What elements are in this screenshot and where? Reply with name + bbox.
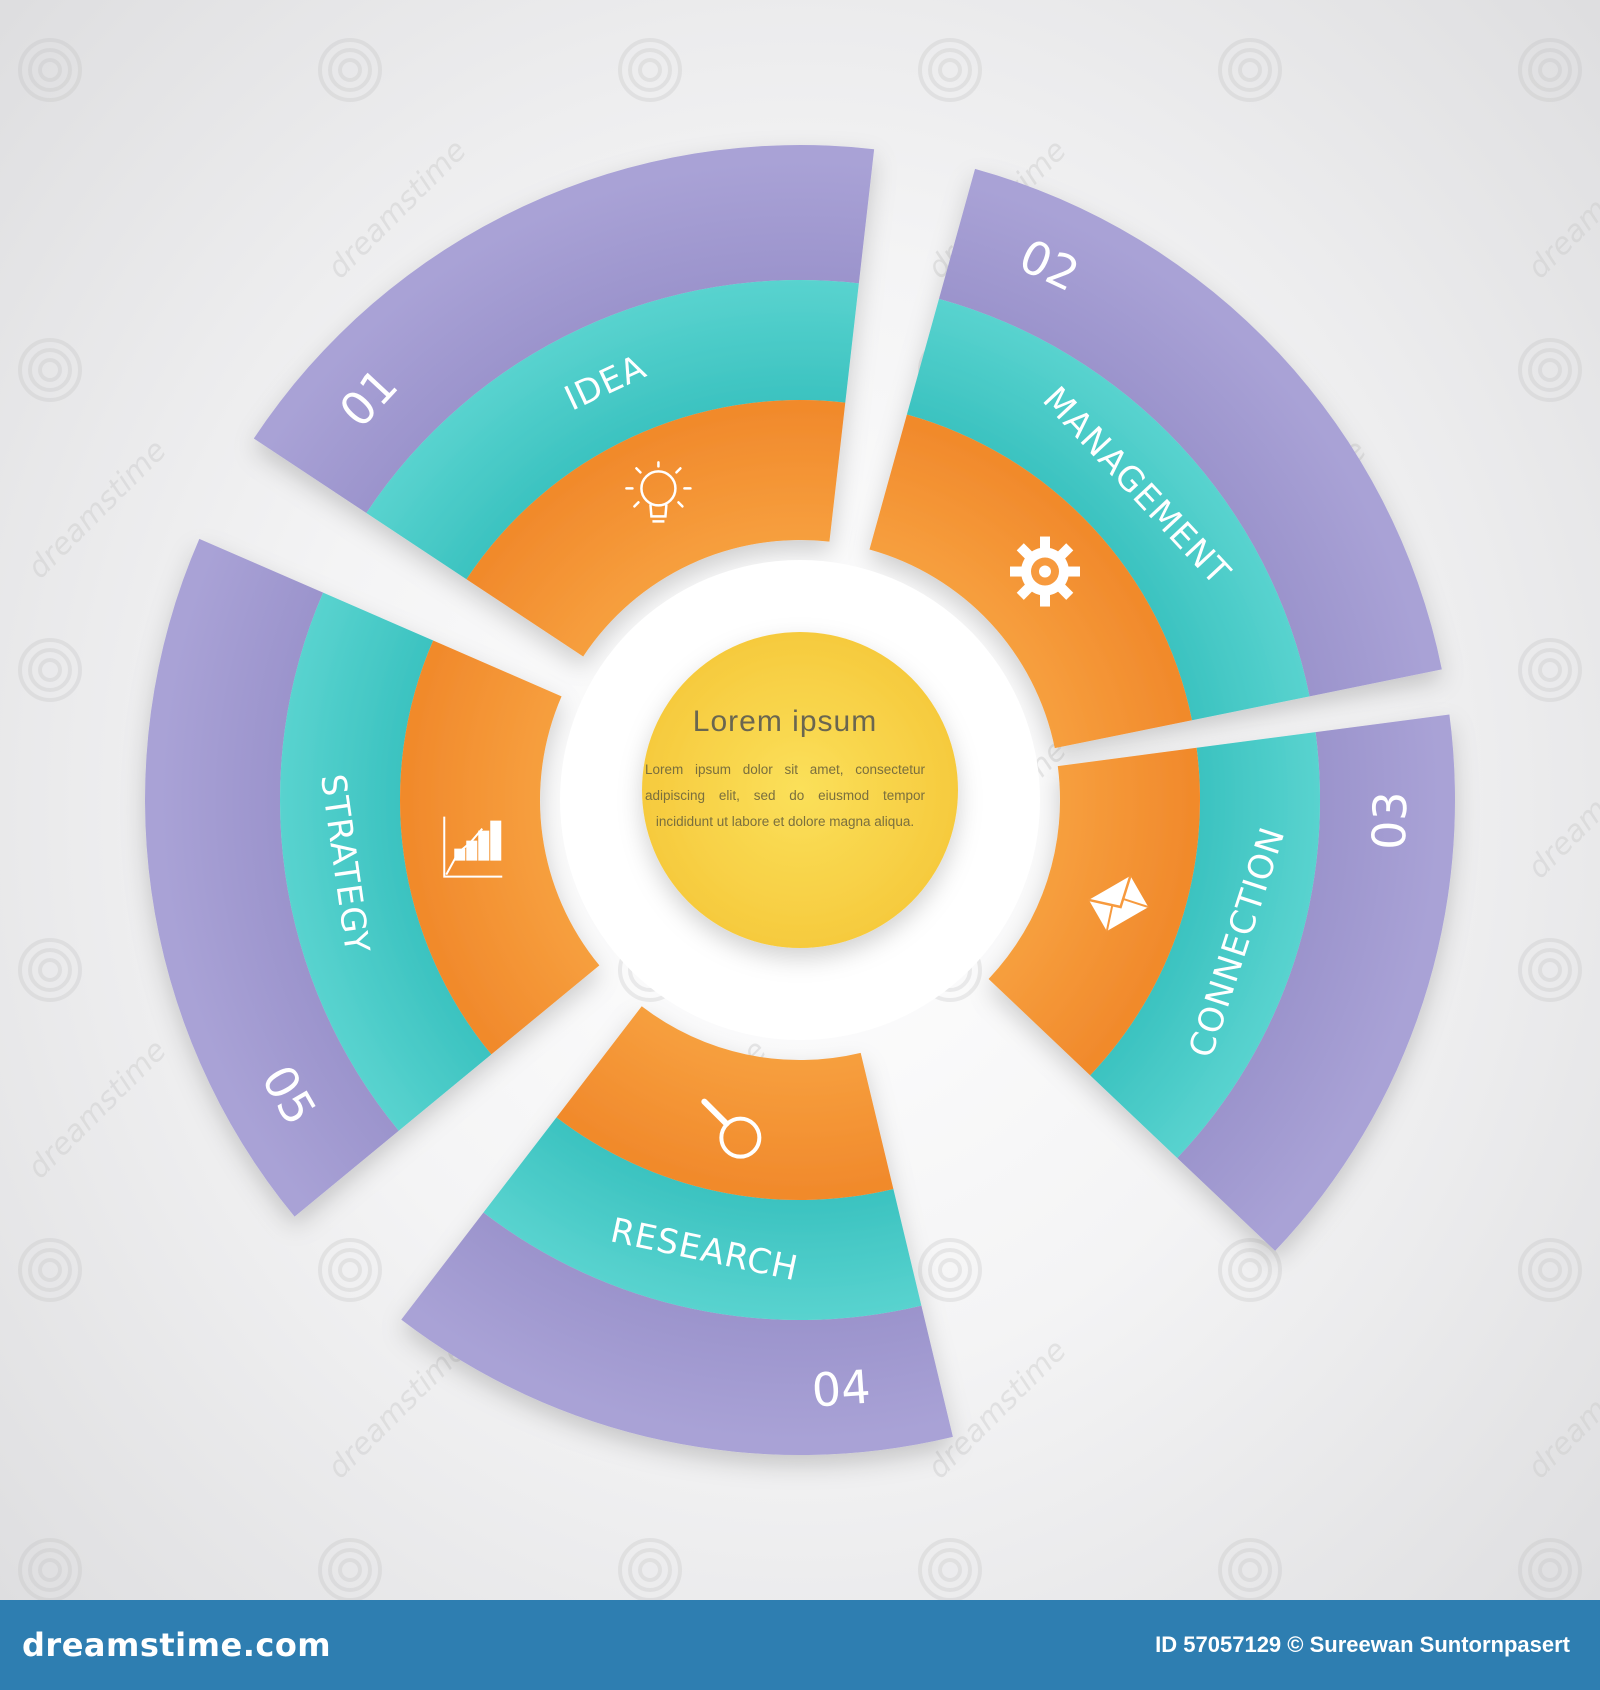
watermark-text: dreamstime [21,433,174,586]
center-title: Lorem ipsum [692,705,878,738]
outer-ring-segment [938,168,1442,697]
outer-ring-segment [145,538,399,1217]
watermark-icon [1518,938,1582,1002]
watermark-icon [918,38,982,102]
footer-credit: ID 57057129 © Sureewan Suntornpasert [1155,1632,1570,1657]
gear-icon [1010,536,1081,607]
watermark-icon [1518,338,1582,402]
watermark-icon [1218,1538,1282,1600]
watermark-text: dreamstime [1521,733,1600,886]
segment-04 [401,1006,953,1455]
middle-ring-segment [483,1117,922,1320]
watermark-icon [1518,1538,1582,1600]
magnifier-icon [701,1098,762,1159]
watermark-icon [318,38,382,102]
middle-ring-segment [906,298,1310,721]
watermark-icon [18,1538,82,1600]
watermark-icon [18,1238,82,1302]
segment-number: 04 [810,1360,872,1418]
footer-logo[interactable]: dreamstime.com [22,1626,332,1664]
watermark-text: dreamstime [321,1333,474,1486]
watermark-icon [618,38,682,102]
watermark-icon [1518,38,1582,102]
watermark-icon [318,1238,382,1302]
footer-bar: dreamstime.com ID 57057129 © Sureewan Su… [0,1600,1600,1690]
watermark-icon [318,1538,382,1600]
inner-ring-segment [556,1006,894,1201]
watermark-icon [18,938,82,1002]
middle-ring-segment [280,592,492,1131]
watermark-icon [18,338,82,402]
cycle-diagram: dreamstime dreamstime dreamstime dreamstime… [18,38,1600,1600]
watermark-icon [18,38,82,102]
center-circle [642,632,958,948]
middle-ring-segment [366,280,859,580]
watermark-icon [1218,1238,1282,1302]
watermark-text: dreamstime [1521,133,1600,286]
watermark-icon [1218,38,1282,102]
bar-chart-icon [443,816,503,878]
center-body: Lorem ipsum dolor sit amet, consectetur … [645,762,925,829]
segment-01 [253,144,875,657]
outer-ring-segment [1177,714,1455,1251]
outer-ring-segment [253,144,875,513]
watermark-text: dreamstime [21,1033,174,1186]
watermark-icon [918,1238,982,1302]
segment-number: 03 [1362,790,1418,850]
inner-ring-segment [988,747,1200,1076]
segment-05 [145,538,600,1217]
watermark-text: dreamstime [1521,1333,1600,1486]
middle-ring-segment [1090,732,1320,1158]
watermark-icon [1518,638,1582,702]
lightbulb-icon [625,461,692,523]
envelope-icon [1088,875,1149,932]
watermark-icon [1518,1238,1582,1302]
watermark-icon [18,638,82,702]
watermark-icon [618,1538,682,1600]
inner-ring-segment [466,400,846,657]
watermark-icon [918,1538,982,1600]
center-text: Lorem ipsum Lorem ipsum dolor sit amet, … [645,705,925,835]
segment-03 [988,714,1455,1251]
outer-ring-segment [401,1212,953,1455]
